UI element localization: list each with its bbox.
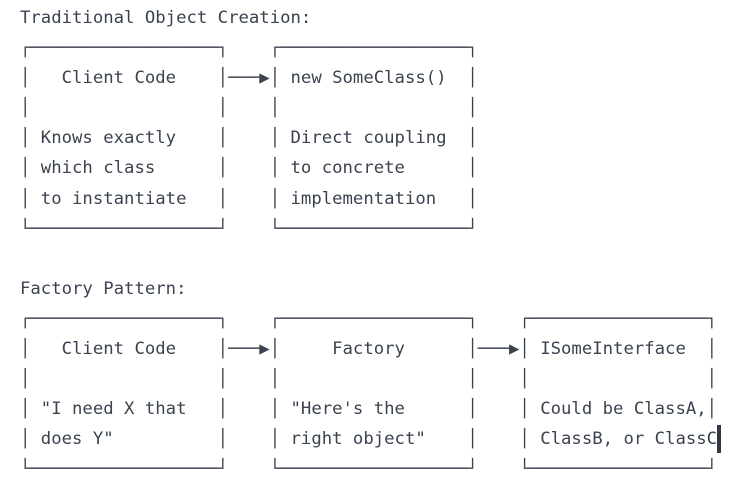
diagram-line: │ Client Code │───▶│ new SomeClass() │ [20, 68, 478, 89]
diagram-line: │ Knows exactly │ │ Direct coupling │ [20, 128, 478, 149]
diagram-line: ┌──────────────────┐ ┌──────────────────… [20, 38, 478, 59]
diagram-line: │ which class │ │ to concrete │ [20, 158, 478, 179]
section-title: Factory Pattern: [20, 278, 187, 299]
diagram-line: │ "I need X that │ │ "Here's the │ │ Cou… [20, 399, 718, 420]
diagram-line: ┌──────────────────┐ ┌──────────────────… [20, 308, 718, 329]
section-title: Traditional Object Creation: [20, 8, 312, 28]
diagram-line: │ │ │ │ [20, 98, 478, 119]
diagram-line: └──────────────────┘ └──────────────────… [20, 218, 478, 239]
diagram-line: │ does Y" │ │ right object" │ │ ClassB, … [20, 429, 718, 450]
diagram-line: │ Client Code │───▶│ Factory │───▶│ ISom… [20, 339, 718, 360]
blank-line [20, 244, 745, 274]
diagram-line: │ to instantiate │ │ implementation │ [20, 188, 478, 209]
diagram-line: │ │ │ │ │ │ [20, 369, 718, 390]
diagram-line: └──────────────────┘ └──────────────────… [20, 459, 718, 480]
text-caret [717, 425, 722, 454]
